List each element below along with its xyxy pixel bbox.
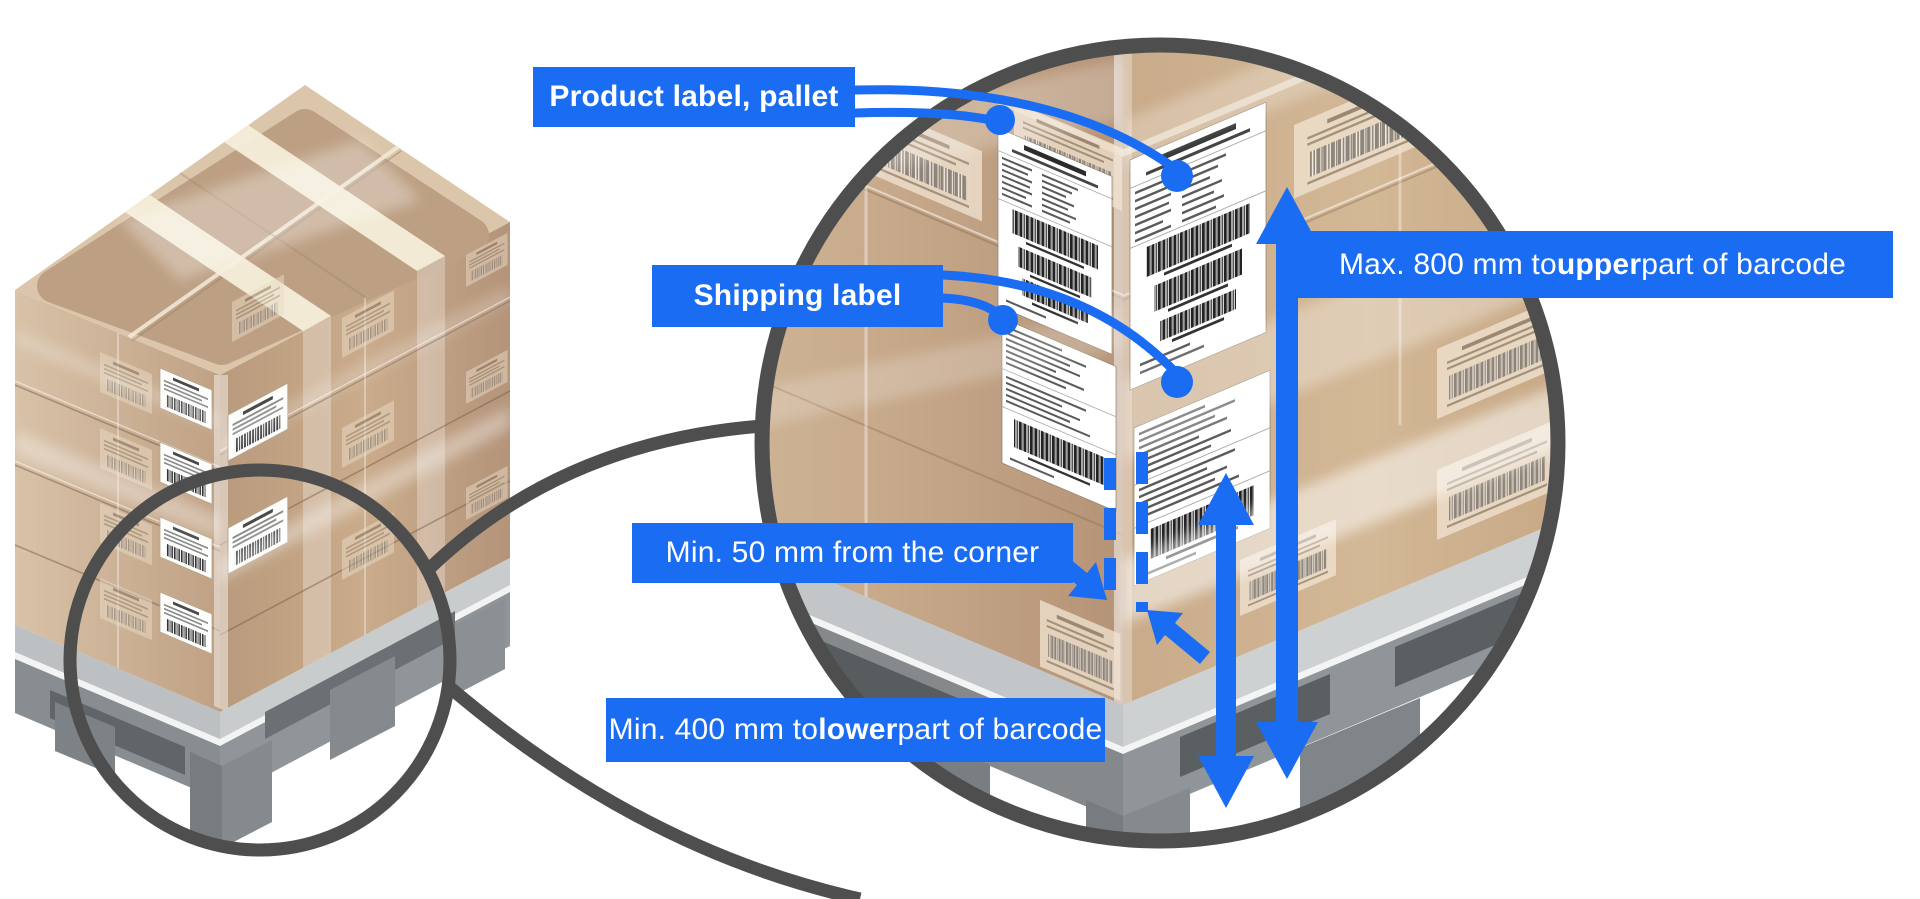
leader-dot-product-left [985,105,1015,135]
callout-max-800mm-bold: upper [1556,247,1642,281]
leader-dot-shipping-left [988,305,1018,335]
small-highlight-circle [63,463,457,857]
product-label-left-face [997,127,1113,355]
callout-min-400mm: Min. 400 mm to lower part of barcode [606,698,1105,762]
shipping-label-leader-right [938,270,1182,379]
callout-min-50mm: Min. 50 mm from the corner [632,523,1073,583]
leader-dot-shipping-right [1161,366,1193,398]
callout-product-label: Product label, pallet [533,67,855,127]
callout-max-800mm-post: part of barcode [1641,247,1846,281]
product-label-leader-right [850,85,1182,175]
max800-measurement-arrow [1256,187,1318,779]
leader-dot-product-right [1161,160,1193,192]
annotation-graphics [850,85,1318,808]
connector-line-lower [442,680,862,899]
callout-min-50mm-text: Min. 50 mm from the corner [665,536,1040,569]
callout-min-400mm-pre: Min. 400 mm to [608,713,819,746]
callout-shipping-label-text: Shipping label [693,279,902,312]
callout-max-800mm: Max. 800 mm to upper part of barcode [1292,231,1893,298]
corner-pointer-arrow [1147,610,1210,664]
callout-shipping-label: Shipping label [652,265,943,327]
magnifier-connector-lines [423,419,862,899]
callout-max-800mm-pre: Max. 800 mm to [1338,247,1557,281]
callout-product-label-text: Product label, pallet [549,80,839,113]
callout-min-400mm-post: part of barcode [897,713,1103,746]
callout-min-400mm-bold: lower [818,713,898,746]
magnifier-circle-outline [754,37,1566,849]
magnified-pallet-corner [769,52,1551,834]
min400-measurement-arrow [1198,473,1254,808]
connector-line-upper [423,419,763,575]
